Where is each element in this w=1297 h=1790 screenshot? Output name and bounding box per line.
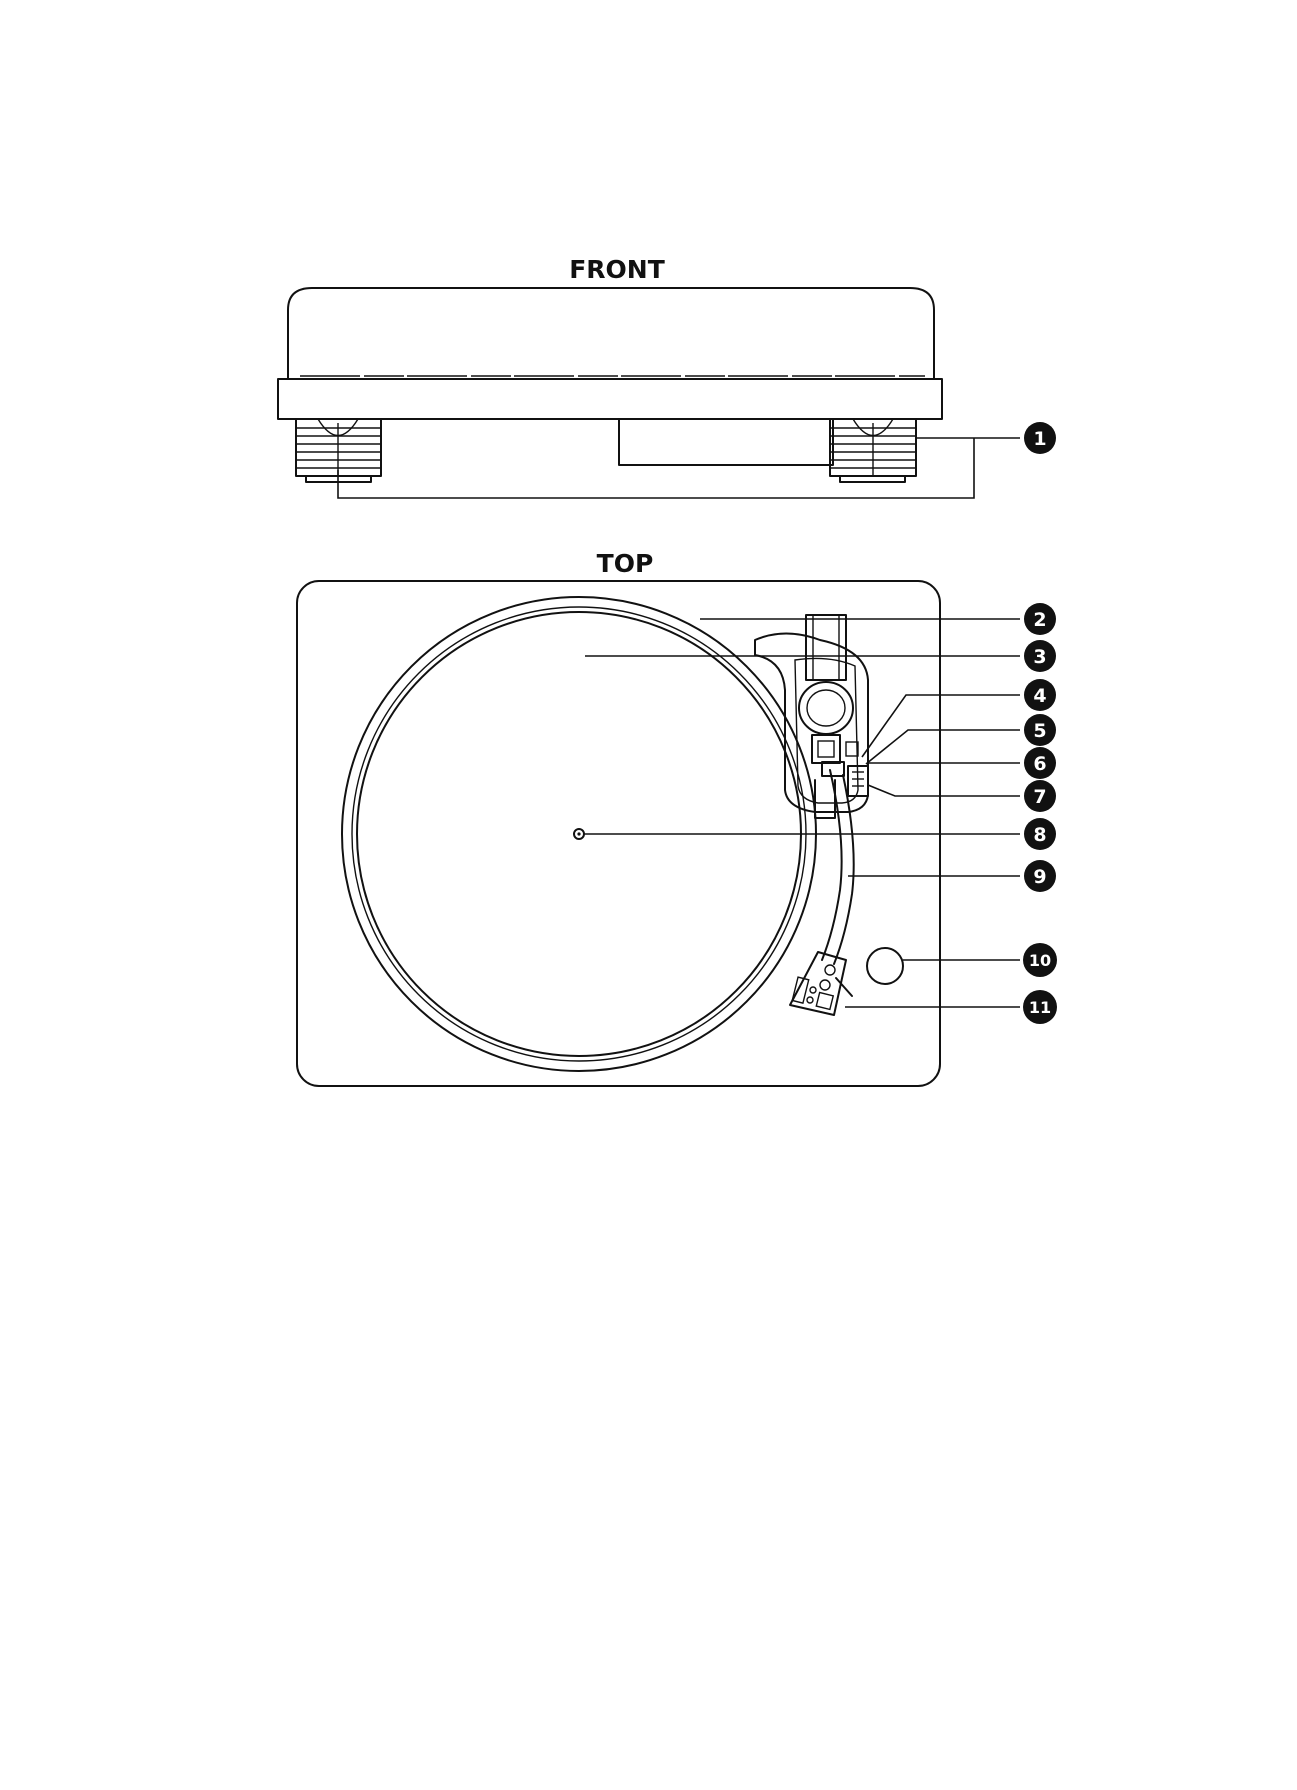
callout-5: 5	[1024, 714, 1056, 746]
svg-text:3: 3	[1033, 646, 1046, 668]
callout-1-leader	[338, 438, 1020, 498]
callouts: 1 2 3 4 5 6 7 8	[1023, 422, 1057, 1024]
svg-text:11: 11	[1029, 998, 1051, 1017]
svg-text:7: 7	[1033, 786, 1046, 808]
svg-text:6: 6	[1033, 753, 1046, 775]
svg-text:5: 5	[1033, 720, 1046, 742]
headshell	[790, 952, 852, 1015]
front-center-housing	[619, 419, 833, 465]
tonearm-tube	[822, 770, 842, 960]
spindle-center	[577, 832, 580, 835]
callout-7-leader	[868, 785, 1020, 796]
front-foot-right	[830, 419, 916, 482]
svg-text:4: 4	[1033, 685, 1046, 707]
callout-2: 2	[1024, 603, 1056, 635]
start-stop-knob	[867, 948, 903, 984]
svg-text:1: 1	[1033, 428, 1046, 450]
callout-6: 6	[1024, 747, 1056, 779]
svg-text:8: 8	[1033, 824, 1046, 846]
callout-9: 9	[1024, 860, 1056, 892]
pivot-assembly	[812, 735, 868, 796]
svg-text:10: 10	[1029, 951, 1051, 970]
svg-text:9: 9	[1033, 866, 1046, 888]
callout-11: 11	[1023, 990, 1057, 1024]
front-view: FRONT	[278, 255, 1020, 498]
top-view: TOP	[297, 549, 1020, 1086]
front-dust-cover	[288, 288, 934, 379]
svg-text:2: 2	[1033, 609, 1046, 631]
callout-8: 8	[1024, 818, 1056, 850]
callout-10: 10	[1023, 943, 1057, 977]
front-plinth	[278, 379, 942, 419]
callout-5-leader	[866, 730, 1020, 764]
callout-7: 7	[1024, 780, 1056, 812]
front-view-label: FRONT	[569, 255, 665, 284]
callout-1: 1	[1024, 422, 1056, 454]
callout-4: 4	[1024, 679, 1056, 711]
callout-3: 3	[1024, 640, 1056, 672]
counterweight	[799, 615, 853, 734]
top-view-label: TOP	[597, 549, 654, 578]
